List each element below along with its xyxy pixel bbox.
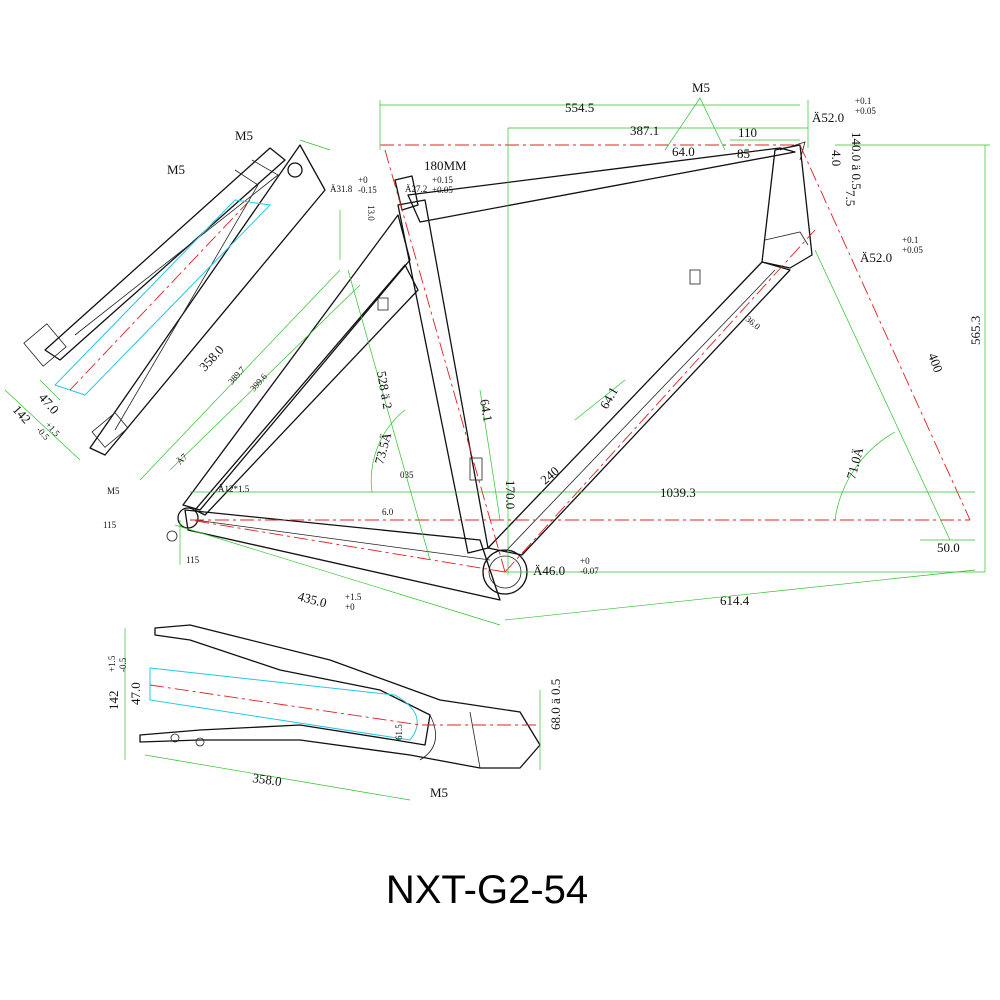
dim-ha-710: 71.0Ä [843,445,866,481]
dim-rear-m5-b: M5 [167,162,185,177]
dim-cs-60: 6.0 [382,507,394,517]
dim-bb-dia-tol1: +0 [580,556,590,566]
dim-ht-64: 64.0 [672,144,695,159]
dim-head-top-tol1: +0.1 [855,96,871,106]
dim-thru-axle: Ä12*1.5 [218,484,250,494]
dim-rear-3996: 399.6 [248,371,269,393]
dim-bot-m5: M5 [430,785,448,800]
dim-wb-10393: 1039.3 [660,485,696,500]
dim-bot-615: 61.5 [394,724,404,740]
dim-bot-68: 68.0 ä 0.5 [548,679,563,730]
dim-top-110: 110 [738,125,757,140]
dim-top-387: 387.1 [630,123,659,138]
dim-bb-035: 035 [400,470,414,480]
dim-rear-142: 142 [10,402,34,427]
dim-seat-180: 180MM [424,158,467,173]
model-title: NXT-G2-54 [386,868,588,912]
dim-rear-m5-a: M5 [235,128,253,143]
chain-stay-view [124,624,541,801]
dim-bot-142-tol2: -0.5 [118,657,128,672]
dim-ht-85: 85 [737,146,750,161]
dim-rear-358: 358.0 [196,342,227,374]
dim-head-top-tol2: +0.05 [855,106,876,116]
dim-m5-drop: M5 [107,486,120,496]
dim-bb-dia: Ä46.0 [533,563,565,578]
dim-dt-400: 400 [925,351,946,374]
dim-seat-272-tol2: +0.05 [432,185,453,195]
main-frame-side-view [166,141,813,601]
dim-seat-318: Ä31.8 [330,184,353,194]
dim-bb-dia-tol2: -0.07 [580,566,599,576]
dim-seat-318-tol1: +0 [358,175,368,185]
dim-rear-3897: 389.7 [226,364,247,386]
dim-axle-115a: 115 [103,520,117,530]
dim-bb-drop-50: 50.0 [937,540,960,555]
dim-bot-47: 47.0 [128,682,143,705]
dim-bot-142-tol1: +1.5 [107,655,117,672]
dim-ht-7-5: 7.5 [843,190,858,206]
dim-st-641: 64.1 [477,398,496,423]
dim-ht-4: 4.0 [829,150,844,166]
main-dimension-lines [174,97,990,626]
dim-seat-318-tol2: -0.15 [358,185,377,195]
dim-cs-435-tol1: +1.5 [345,592,362,602]
dim-top-554: 554.5 [565,100,594,115]
dimension-labels: 554.5 387.1 110 Ä52.0 +0.1 +0.05 M5 64.0… [10,80,983,800]
dim-head-bot-tol1: +0.1 [902,235,918,245]
dim-head-bot-tol2: +0.05 [902,245,923,255]
dim-seat-272-tol1: +0.15 [432,175,453,185]
dim-reach-6144: 614.4 [720,593,750,608]
dim-bb-170: 170.0 [503,480,518,509]
dim-dt-641: 64.1 [597,384,621,411]
dim-cs-240: 240 [537,463,562,487]
dim-seat-272: Ä27.2 [405,184,427,194]
dim-bot-358: 358.0 [252,770,283,789]
dim-head-top-dia: Ä52.0 [812,110,844,125]
dim-cs-435: 435.0 [296,588,328,610]
dim-bot-142: 142 [106,691,121,711]
dim-h-5653: 565.3 [968,316,983,345]
center-lines [189,144,971,573]
dim-head-bot-dia: Ä52.0 [860,250,892,265]
dim-seat-13: 13.0 [366,205,376,221]
rear-stay-view [4,144,361,481]
dim-st-735: 73.5Ä [371,430,394,466]
dim-axle-115b: 115 [186,555,200,565]
dim-rear-47: 47.0 [36,390,62,417]
dim-m5-top: M5 [692,80,710,95]
dim-st-528: 528 ä 2 [374,370,395,410]
dim-cs-435-tol2: +0 [345,602,355,612]
dim-ht-140: 140.0 ä 0.5 [849,132,864,190]
